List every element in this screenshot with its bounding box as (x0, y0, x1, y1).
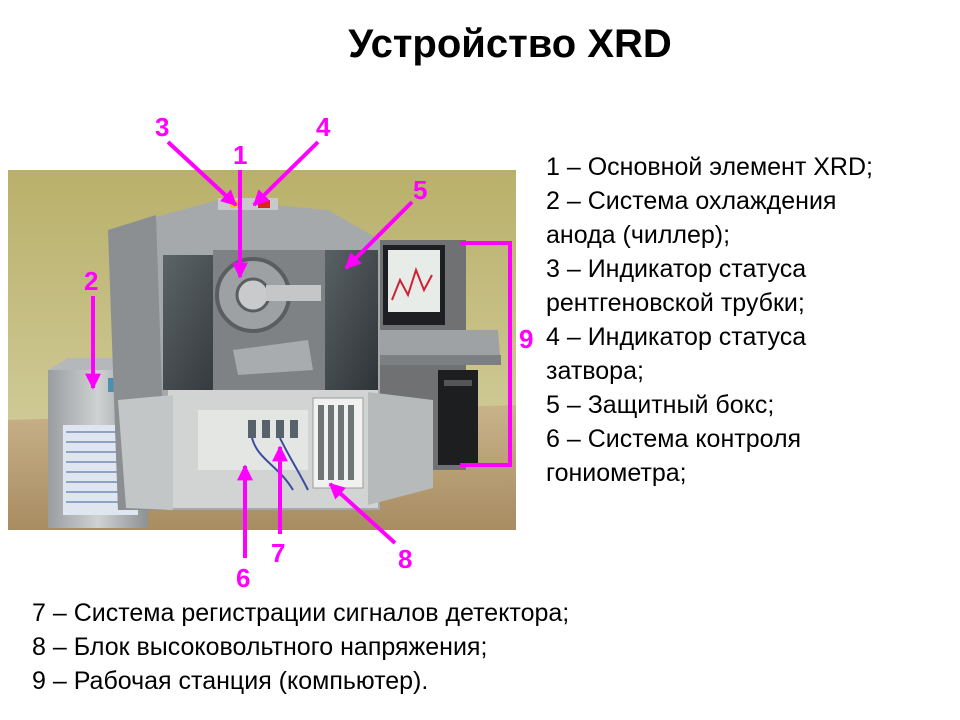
page-title: Устройство XRD (348, 22, 672, 66)
legend-line: 5 – Защитный бокс; (546, 391, 775, 419)
arrow-5 (344, 200, 414, 270)
callout-3: 3 (155, 112, 170, 142)
callout-1: 1 (233, 140, 248, 170)
callout-8: 8 (398, 544, 413, 574)
arrow-8 (328, 482, 397, 545)
legend-bottom: 7 – Система регистрации сигналов детекто… (32, 596, 932, 698)
xrd-instrument-illustration (8, 170, 516, 530)
callout-9: 9 (519, 324, 534, 354)
main-cabinet (108, 198, 433, 510)
legend-line: 1 – Основной элемент XRD; (546, 153, 873, 181)
legend-line: 9 – Рабочая станция (компьютер). (32, 667, 429, 695)
callout-6: 6 (236, 563, 251, 593)
arrow-4 (252, 140, 320, 207)
legend-line: рентгеновской трубки; (546, 289, 805, 317)
legend-line: затвора; (546, 357, 644, 385)
callout-7: 7 (271, 538, 286, 568)
callout-2: 2 (84, 266, 99, 296)
legend-line: гониометра; (546, 459, 687, 487)
legend-line: 4 – Индикатор статуса (546, 323, 807, 351)
callout-4: 4 (316, 112, 331, 142)
bracket-9 (460, 241, 512, 467)
legend-line: анода (чиллер); (546, 221, 731, 249)
arrow-3 (166, 140, 238, 207)
legend-line: 3 – Индикатор статуса (546, 255, 807, 283)
callout-5: 5 (413, 175, 428, 205)
legend-line: 6 – Система контроля (546, 425, 802, 453)
protective-box-right (318, 250, 378, 390)
legend-line: 2 – Система охлаждения (546, 187, 837, 215)
legend-line: 8 – Блок высоковольтного напряжения; (32, 633, 488, 661)
legend-right: 1 – Основной элемент XRD; 2 – Система ох… (546, 150, 946, 490)
legend-line: 7 – Система регистрации сигналов детекто… (32, 599, 570, 627)
